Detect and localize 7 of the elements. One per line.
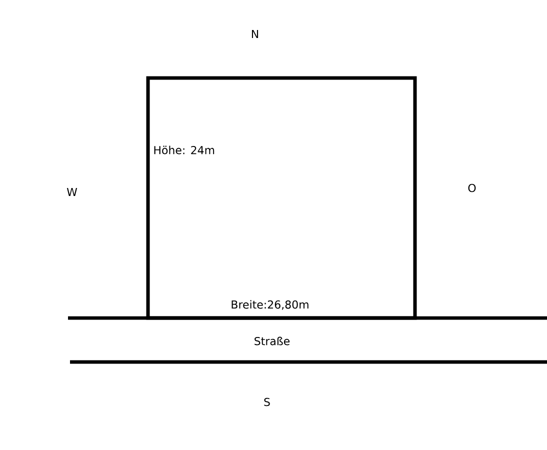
- width-label: Breite:26,80m: [232, 300, 308, 310]
- compass-label: O: [468, 184, 476, 192]
- street-label: Straße: [254, 336, 290, 346]
- compass-label: N: [252, 30, 258, 38]
- compass-label: S: [264, 398, 270, 406]
- height-label: Höhe: 24m: [154, 146, 214, 154]
- compass-label: W: [66, 188, 78, 196]
